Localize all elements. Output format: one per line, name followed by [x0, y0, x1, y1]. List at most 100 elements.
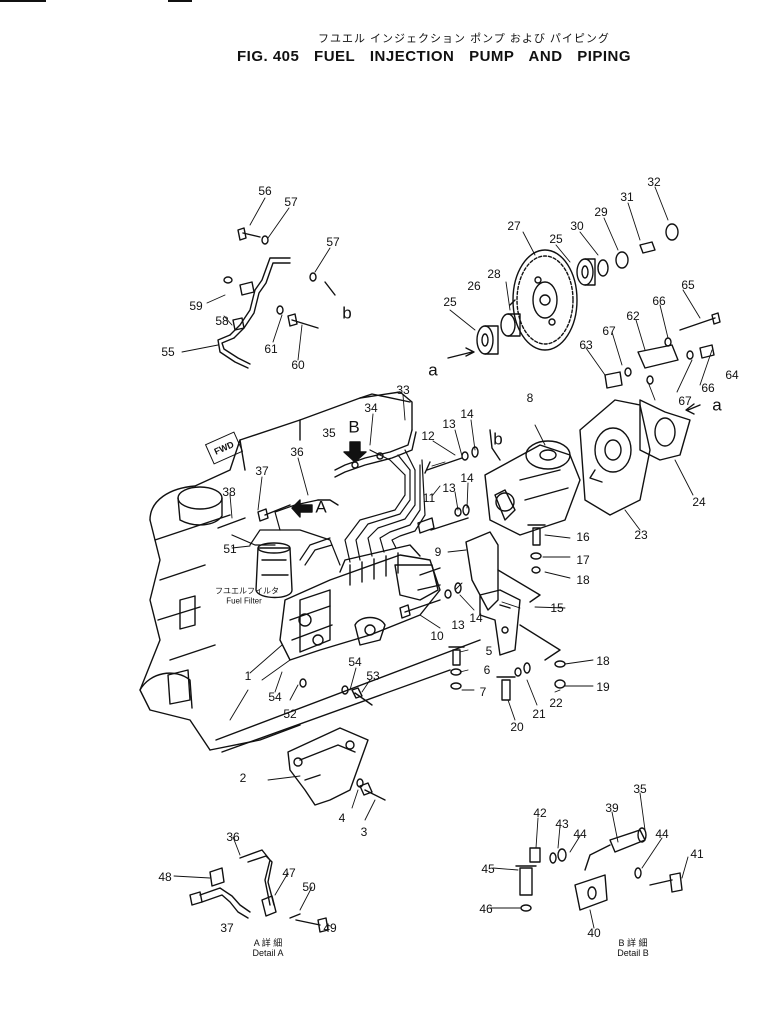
callout-47: 47: [282, 866, 296, 880]
callout-13: 13: [451, 618, 465, 632]
callout-6: 6: [483, 663, 491, 677]
reference-arrows: [325, 282, 700, 460]
callout-62: 62: [626, 309, 640, 323]
engine-block: [140, 392, 480, 752]
callout-51: 51: [223, 542, 237, 556]
title-word: INJECTION: [369, 48, 455, 65]
corner-mark: [0, 0, 46, 2]
callout-34: 34: [364, 401, 378, 415]
callout-13: 13: [442, 481, 456, 495]
injection-pipes: [232, 450, 425, 565]
callout-54: 54: [268, 690, 282, 704]
callout-54: 54: [348, 655, 362, 669]
callout-3: 3: [360, 825, 368, 839]
callout-12: 12: [421, 429, 435, 443]
bracket-15: [480, 590, 560, 660]
title-word: PIPING: [577, 48, 632, 65]
callout-8: 8: [526, 391, 534, 405]
callout-60: 60: [291, 358, 305, 372]
reference-letter-b: b: [342, 303, 352, 323]
callout-13: 13: [442, 417, 456, 431]
fuel-filter-label: Fuel Filter: [226, 596, 262, 606]
callout-33: 33: [396, 383, 410, 397]
callout-27: 27: [507, 219, 521, 233]
callout-56: 56: [258, 184, 272, 198]
detail-a-pipes: [190, 850, 328, 932]
callout-21: 21: [532, 707, 546, 721]
connector-pipe: [318, 500, 338, 505]
reference-letter-a: a: [428, 360, 438, 380]
callout-20: 20: [510, 720, 524, 734]
detail-a-caption-jp: A 詳 細: [253, 938, 283, 948]
callout-41: 41: [690, 847, 704, 861]
callout-30: 30: [570, 219, 584, 233]
callout-50: 50: [302, 880, 316, 894]
callout-44: 44: [573, 827, 587, 841]
title-word: PUMP: [469, 48, 515, 65]
callout-66: 66: [701, 381, 715, 395]
callout-10: 10: [430, 629, 444, 643]
callout-17: 17: [576, 553, 590, 567]
detail-b-caption-en: Detail B: [617, 948, 649, 958]
bearings-and-nuts: [477, 224, 678, 354]
callout-15: 15: [550, 601, 564, 615]
callout-1: 1: [244, 669, 252, 683]
callout-39: 39: [605, 801, 619, 815]
callout-45: 45: [481, 862, 495, 876]
compressor-8: [485, 441, 580, 535]
callout-24: 24: [692, 495, 706, 509]
corner-mark: [168, 0, 192, 2]
callout-36: 36: [290, 445, 304, 459]
callout-42: 42: [533, 806, 547, 820]
callout-65: 65: [681, 278, 695, 292]
callout-9: 9: [434, 545, 442, 559]
callout-25: 25: [443, 295, 457, 309]
callout-18: 18: [576, 573, 590, 587]
figure-number: FIG. 405: [237, 48, 300, 65]
bolts: [218, 228, 545, 800]
callout-37: 37: [220, 921, 234, 935]
callout-40: 40: [587, 926, 601, 940]
detail-b-parts: [516, 828, 682, 911]
callout-38: 38: [222, 485, 236, 499]
callout-19: 19: [596, 680, 610, 694]
callout-49: 49: [323, 921, 337, 935]
callout-28: 28: [487, 267, 501, 281]
fuel-filter-label-jp: フユエルフイルタ: [215, 586, 279, 596]
callout-14: 14: [469, 611, 483, 625]
detail-marker-b: B: [348, 417, 360, 437]
leak-off-pipe: [335, 430, 416, 477]
gasket-24: [640, 400, 690, 460]
bracket-9: [466, 532, 540, 610]
detail-a-caption: A 詳 細 Detail A: [252, 938, 283, 958]
callout-32: 32: [647, 175, 661, 189]
callout-52: 52: [283, 707, 297, 721]
callout-14: 14: [460, 471, 474, 485]
callout-23: 23: [634, 528, 648, 542]
reference-letter-b: b: [493, 429, 503, 449]
callout-31: 31: [620, 190, 634, 204]
figure-title: FIG. 405 FUEL INJECTION PUMP AND PIPING: [237, 48, 641, 65]
callout-16: 16: [576, 530, 590, 544]
callout-25: 25: [549, 232, 563, 246]
title-word: AND: [528, 48, 563, 65]
callout-14: 14: [460, 407, 474, 421]
callout-61: 61: [264, 342, 278, 356]
callout-67: 67: [678, 394, 692, 408]
detail-b-caption-jp: B 詳 細: [618, 938, 648, 948]
callout-67: 67: [602, 324, 616, 338]
housing-23: [580, 400, 650, 515]
callout-43: 43: [555, 817, 569, 831]
callout-36: 36: [226, 830, 240, 844]
fuel-filter: [256, 543, 292, 598]
callout-29: 29: [594, 205, 608, 219]
bracket-62-and-bolts: [605, 313, 720, 388]
callout-57: 57: [284, 195, 298, 209]
callout-57: 57: [326, 235, 340, 249]
callout-5: 5: [485, 644, 493, 658]
callout-59: 59: [189, 299, 203, 313]
view-arrow-icon: [344, 442, 366, 462]
detail-b-caption: B 詳 細 Detail B: [617, 938, 649, 958]
